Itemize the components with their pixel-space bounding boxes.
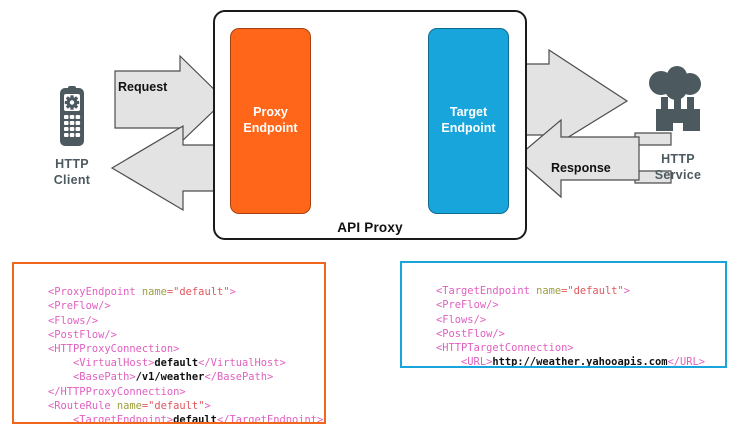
factory-cloud-icon <box>649 66 701 131</box>
api-proxy-label: API Proxy <box>337 220 403 235</box>
proxy-endpoint-label: Proxy Endpoint <box>243 105 298 135</box>
target-endpoint-label: Target Endpoint <box>441 105 496 135</box>
request-arrow-label: Request <box>118 80 168 94</box>
response-arrow-label: Response <box>551 161 611 175</box>
proxy-endpoint-box[interactable]: Proxy Endpoint <box>230 28 311 214</box>
proxy-endpoint-code: <ProxyEndpoint name="default"> <PreFlow/… <box>48 286 324 424</box>
request-arrow <box>114 54 226 145</box>
proxy-to-client-arrow <box>110 124 229 212</box>
proxy-endpoint-code-panel: <ProxyEndpoint name="default"> <PreFlow/… <box>12 262 326 424</box>
mobile-phone-gear-icon <box>60 86 84 146</box>
http-service-node: HTTP Service <box>632 65 724 183</box>
http-client-caption: HTTP Client <box>53 157 91 187</box>
target-endpoint-code-panel: <TargetEndpoint name="default"> <PreFlow… <box>400 261 727 368</box>
service-response-arrow-shape <box>515 118 640 199</box>
http-client-node: HTTP Client <box>34 86 110 188</box>
http-service-caption: HTTP Service <box>654 152 702 182</box>
target-endpoint-box[interactable]: Target Endpoint <box>428 28 509 214</box>
target-endpoint-code: <TargetEndpoint name="default"> <PreFlow… <box>436 285 706 368</box>
